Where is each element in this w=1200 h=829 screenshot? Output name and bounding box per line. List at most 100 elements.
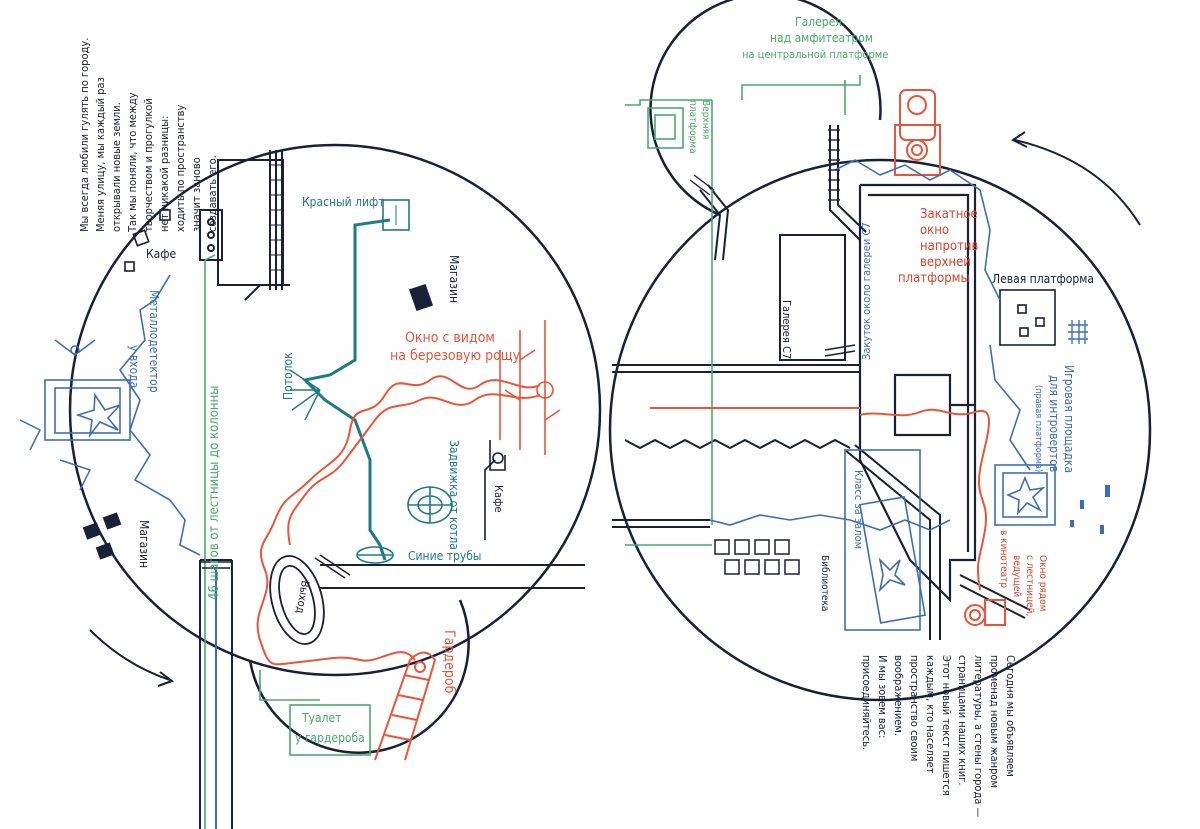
toilet-route <box>259 670 320 701</box>
red-route-right <box>650 407 990 591</box>
label-gallery-c7: Галерея С7 <box>780 300 793 359</box>
red-route-left <box>256 375 541 666</box>
label-gallery-top-3: на центральной платформе <box>742 48 888 61</box>
label-steps-line: 46 шагов от лестницы до колонны <box>207 386 222 600</box>
label-blue-pipes: Синие трубы <box>408 549 481 563</box>
label-sunset-window-1: Закатное <box>920 207 978 222</box>
cloakroom-bubble <box>248 599 470 754</box>
right-diagonal-wall <box>699 125 867 261</box>
svg-text:значит заново: значит заново <box>190 157 203 232</box>
label-window-stairs-1: Окно рядом <box>1037 555 1048 611</box>
label-cafe-right: Кафе <box>492 485 505 513</box>
label-left-platform: Левая платформа <box>992 272 1094 286</box>
svg-text:страницами наших книг.: страницами наших книг. <box>956 655 969 786</box>
sunset-window-icon <box>894 89 941 176</box>
cinema-stairs-icon <box>964 599 1006 626</box>
svg-text:Так мы поняли, что между: Так мы поняли, что между <box>126 92 139 233</box>
top-wall-block <box>199 150 290 301</box>
right-map-boundary <box>608 158 1152 702</box>
label-play-area-1: Игровая площадка <box>1062 365 1076 473</box>
stairs-right <box>689 129 856 357</box>
label-gallery-top-2: над амфитеатром <box>770 31 873 45</box>
green-gallery-route <box>625 75 861 546</box>
exit-badge <box>269 555 325 645</box>
cloakroom-icon <box>374 651 437 761</box>
svg-text:Меняя улицу, мы каждый раз: Меняя улицу, мы каждый раз <box>94 77 107 232</box>
label-sunset-window-3: напротив <box>920 239 978 254</box>
right-map: Галерея над амфитеатром на центральной п… <box>608 0 1152 818</box>
class-hall-icon <box>844 449 926 631</box>
left-platform-box <box>999 289 1056 346</box>
label-upper-platform-1: Верхняя <box>700 100 711 139</box>
label-exit: Выход <box>293 579 312 614</box>
label-play-area-2: для интровертов <box>1047 375 1061 472</box>
closing-paragraph: Сегодня мы объявляем променад новым жанр… <box>860 655 1017 818</box>
label-play-area-3: (правая платформа) <box>1033 385 1043 472</box>
blue-pipes-icon <box>356 546 394 564</box>
label-metal-detector-1: Металлодетектор <box>147 290 161 393</box>
svg-text:литературы, а стены города —: литературы, а стены города — <box>972 655 985 818</box>
toilet-sign-box <box>289 704 371 756</box>
left-map: Мы всегда любили гулять по городу. Меняя… <box>19 38 602 829</box>
steps-dimension-line <box>204 254 216 829</box>
label-toilet-1: Туалет <box>301 711 341 725</box>
label-library: Библиотека <box>819 555 831 611</box>
label-window-stairs-2: с лестницей, <box>1024 555 1035 616</box>
svg-text:каждым, кто населяет: каждым, кто населяет <box>924 655 937 774</box>
shop-left-icon <box>82 512 122 560</box>
red-lift-icon <box>382 199 410 231</box>
cafe-top-icon <box>124 209 171 272</box>
svg-text:нет никакой разницы:: нет никакой разницы: <box>158 116 171 232</box>
svg-text:променад новым жанром: променад новым жанром <box>988 655 1001 788</box>
label-shop-left: Магазин <box>137 520 151 568</box>
label-cafe-top: Кафе <box>146 247 177 261</box>
svg-text:открывали новые земли.: открывали новые земли. <box>110 102 123 232</box>
gallery-bubble <box>649 0 882 217</box>
birch-grove-icon <box>499 320 561 455</box>
label-cloakroom: Гардероб <box>441 630 457 694</box>
label-metal-detector-2: у входа <box>127 345 141 388</box>
teal-pipe <box>301 218 391 561</box>
ceiling-fan-icon <box>289 369 321 421</box>
label-nook-c7: Закуток около галереи С7 <box>860 222 873 360</box>
rotate-arrow-left <box>89 629 171 681</box>
label-toilet-2: у гардероба <box>295 731 365 745</box>
svg-text:создавать его.: создавать его. <box>206 155 219 232</box>
right-corridors <box>612 364 860 528</box>
label-sunset-window-2: окно <box>920 223 949 238</box>
shop-right-icon <box>408 283 434 312</box>
svg-text:ходить по пространству: ходить по пространству <box>174 105 187 232</box>
svg-text:Мы всегда любили гулять по гор: Мы всегда любили гулять по городу. <box>78 38 91 232</box>
play-area-icon <box>994 464 1056 526</box>
label-boiler-valve: Задвижка от котла <box>447 440 461 550</box>
zigzag-corridor <box>624 438 851 450</box>
left-map-boundary <box>68 143 602 677</box>
visitor-figures <box>19 339 96 491</box>
label-window-stairs-4: в кинотеатр <box>998 530 1009 588</box>
horizontal-corridor <box>320 564 585 589</box>
label-red-lift: Красный лифт <box>302 195 385 209</box>
label-ceiling: Потолок <box>281 352 295 400</box>
chess-pieces-icon <box>1070 485 1110 534</box>
svg-text:Этот новый текст пишется: Этот новый текст пишется <box>940 655 953 796</box>
cafe-right-icon <box>484 440 506 540</box>
label-window-birch-2: на березовую рощу <box>390 348 521 364</box>
gallery-c7-box <box>779 234 846 361</box>
label-sunset-window-4: верхней <box>920 255 971 270</box>
blue-route-right <box>709 159 1031 531</box>
svg-text:присоединяйтесь.: присоединяйтесь. <box>860 655 873 750</box>
label-sunset-window-5: платформы <box>898 271 970 286</box>
right-lower-walls <box>844 444 1031 640</box>
label-class-hall: Класс за залом <box>852 470 865 549</box>
svg-text:творчеством и прогулкой: творчеством и прогулкой <box>142 98 155 232</box>
boiler-valve-icon <box>407 486 453 524</box>
svg-text:И мы зовем вас:: И мы зовем вас: <box>876 655 889 739</box>
svg-text:пространство своим: пространство своим <box>908 655 921 761</box>
rotate-arrow-right <box>1014 139 1141 226</box>
svg-text:воображением.: воображением. <box>892 655 905 736</box>
grid-icon <box>1068 320 1088 344</box>
intro-paragraph: Мы всегда любили гулять по городу. Меняя… <box>78 38 219 233</box>
label-upper-platform-2: платформа <box>687 100 698 154</box>
